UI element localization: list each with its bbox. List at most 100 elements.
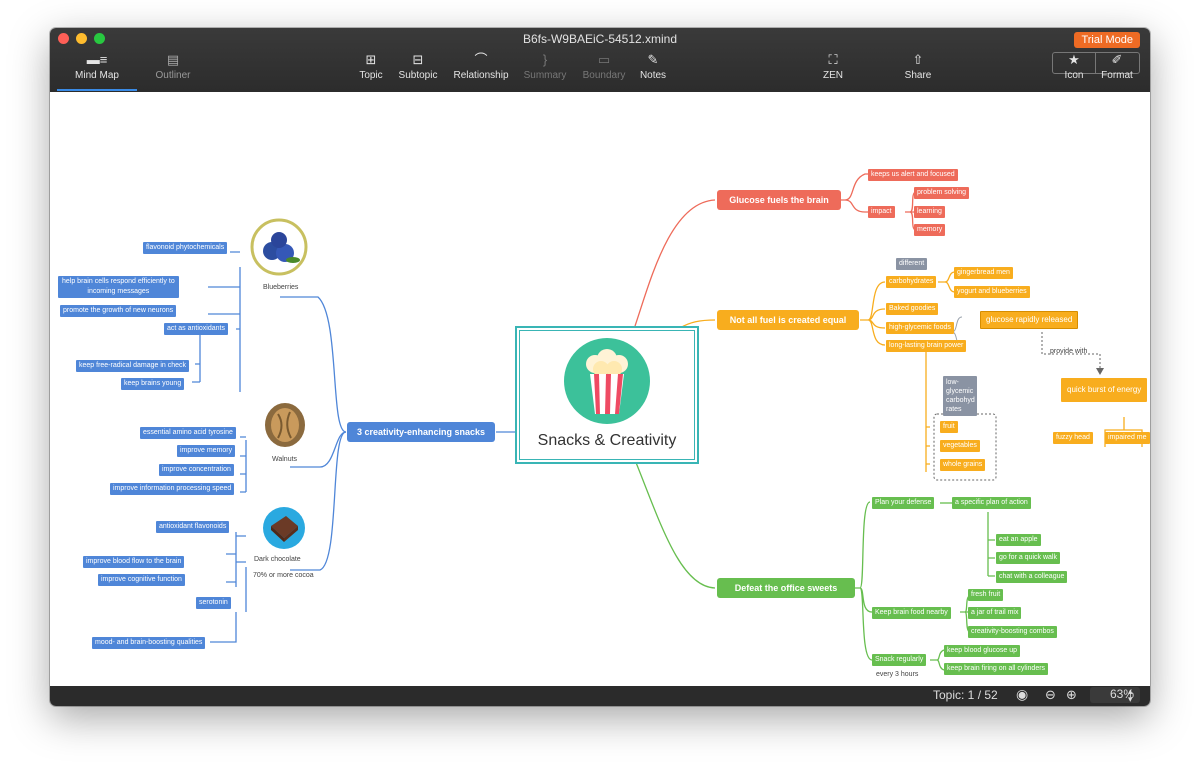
close-window-button[interactable] <box>58 33 69 44</box>
zoom-window-button[interactable] <box>94 33 105 44</box>
topic-gingerbread-men[interactable]: gingerbread men <box>954 267 1013 279</box>
topic-learning[interactable]: learning <box>914 206 945 218</box>
summary-icon: } <box>542 52 548 67</box>
brush-icon: ✐ <box>1111 52 1123 67</box>
topic-mood-boosting[interactable]: mood- and brain-boosting qualities <box>92 637 206 649</box>
topic-improve-blood-flow[interactable]: improve blood flow to the brain <box>83 556 185 568</box>
topic-long-lasting-brain-power[interactable]: long-lasting brain power <box>886 340 967 352</box>
central-topic[interactable]: Snacks & Creativity <box>515 326 699 464</box>
topic-quick-burst-of-energy[interactable]: quick burst of energy <box>1061 378 1148 402</box>
eye-icon[interactable]: ◉ <box>1016 686 1029 702</box>
minimize-window-button[interactable] <box>76 33 87 44</box>
zen-button[interactable]: ⛶ ZEN <box>816 50 850 90</box>
share-button[interactable]: ⇧ Share <box>900 50 936 90</box>
topic-flavonoid-phytochemicals[interactable]: flavonoid phytochemicals <box>143 242 228 254</box>
mind-map-tab-label: Mind Map <box>75 70 119 81</box>
topic-keep-brains-young[interactable]: keep brains young <box>121 378 185 390</box>
topic-act-as-antioxidants[interactable]: act as antioxidants <box>164 323 228 335</box>
share-button-label: Share <box>904 70 932 81</box>
subtopic-button[interactable]: ⊟ Subtopic <box>395 50 441 90</box>
chocolate-icon <box>263 507 305 549</box>
main-topic-glucose[interactable]: Glucose fuels the brain <box>717 190 841 210</box>
topic-whole-grains[interactable]: whole grains <box>940 459 986 471</box>
callout-low-glycemic[interactable]: low- glycemic carbohyd rates <box>943 376 977 416</box>
topic-chat-colleague[interactable]: chat with a colleague <box>996 571 1068 583</box>
connector-lines <box>192 173 1143 671</box>
topic-improve-concentration[interactable]: improve concentration <box>159 464 234 476</box>
topic-creativity-combos[interactable]: creativity-boosting combos <box>968 626 1057 638</box>
topic-baked-goodies[interactable]: Baked goodies <box>886 303 939 315</box>
walnuts-label[interactable]: Walnuts <box>272 456 298 463</box>
relationship-button[interactable]: ⌒ Relationship <box>450 50 512 90</box>
topic-impact[interactable]: impact <box>868 206 895 218</box>
topic-promote-growth[interactable]: promote the growth of new neurons <box>60 305 177 317</box>
topic-improve-cognitive-function[interactable]: improve cognitive function <box>98 574 185 586</box>
topic-eat-an-apple[interactable]: eat an apple <box>996 534 1041 546</box>
icon-panel-button[interactable]: ★ Icon <box>1054 50 1094 90</box>
mind-map-canvas[interactable]: Snacks & Creativity 3 creativity-enhanci… <box>50 92 1150 686</box>
zoom-level-value: 63% <box>1110 687 1135 701</box>
topic-keep-free-radical[interactable]: keep free-radical damage in check <box>76 360 190 372</box>
main-topic-fuel[interactable]: Not all fuel is created equal <box>717 310 859 330</box>
outliner-tab-label: Outliner <box>155 70 191 81</box>
topic-yogurt-blueberries[interactable]: yogurt and blueberries <box>954 286 1030 298</box>
topic-impaired-memory[interactable]: impaired me <box>1105 432 1150 444</box>
mind-map-tab[interactable]: ▬≡ Mind Map <box>64 50 130 90</box>
relationship-provide-with[interactable]: provide with <box>1050 348 1088 355</box>
topic-fresh-fruit[interactable]: fresh fruit <box>968 589 1004 601</box>
topic-snack-regularly[interactable]: Snack regularly <box>872 654 927 666</box>
zoom-level-select[interactable]: 63% <box>1090 687 1140 703</box>
blueberries-label[interactable]: Blueberries <box>263 284 299 291</box>
topic-brain-firing[interactable]: keep brain firing on all cylinders <box>944 663 1049 675</box>
zen-icon: ⛶ <box>828 52 838 67</box>
main-topic-snacks[interactable]: 3 creativity-enhancing snacks <box>347 422 495 442</box>
trial-mode-button[interactable]: Trial Mode <box>1074 32 1140 48</box>
topic-fuzzy-head[interactable]: fuzzy head <box>1053 432 1093 444</box>
topic-trail-mix[interactable]: a jar of trail mix <box>968 607 1022 619</box>
subtopic-icon: ⊟ <box>412 52 424 67</box>
relationship-button-label: Relationship <box>453 70 509 81</box>
topic-problem-solving[interactable]: problem solving <box>914 187 970 199</box>
topic-keep-blood-glucose-up[interactable]: keep blood glucose up <box>944 645 1021 657</box>
subtopic-button-label: Subtopic <box>398 70 438 81</box>
notes-button[interactable]: ✎ Notes <box>634 50 672 90</box>
topic-help-brain-cells-line-2: incoming messages <box>87 288 150 295</box>
zoom-in-icon[interactable]: ⊕ <box>1066 687 1077 702</box>
topic-antioxidant-flavonoids[interactable]: antioxidant flavonoids <box>156 521 230 533</box>
topic-quick-walk[interactable]: go for a quick walk <box>996 552 1060 564</box>
callout-different[interactable]: different <box>896 258 928 270</box>
topic-amino-acid-tyrosine[interactable]: essential amino acid tyrosine <box>140 427 236 439</box>
format-panel-button-label: Format <box>1101 70 1133 81</box>
topic-plan-your-defense[interactable]: Plan your defense <box>872 497 935 509</box>
topic-button[interactable]: ⊞ Topic <box>353 50 389 90</box>
summary-glucose-rapidly-released[interactable]: glucose rapidly released <box>980 311 1079 329</box>
central-topic-title: Snacks & Creativity <box>537 432 677 449</box>
outliner-tab[interactable]: ▤ Outliner <box>142 50 204 90</box>
main-topic-office-sweets[interactable]: Defeat the office sweets <box>717 578 855 598</box>
outliner-icon: ▤ <box>166 52 180 67</box>
topic-keep-brain-food-nearby[interactable]: Keep brain food nearby <box>872 607 951 619</box>
boundary-button[interactable]: ▭ Boundary <box>578 50 630 90</box>
share-icon: ⇧ <box>912 52 924 67</box>
format-panel-button[interactable]: ✐ Format <box>1096 50 1138 90</box>
topic-improve-memory[interactable]: improve memory <box>177 445 236 457</box>
cocoa-percent-label: 70% or more cocoa <box>253 572 314 579</box>
topic-vegetables[interactable]: vegetables <box>940 440 980 452</box>
topic-keeps-us-alert[interactable]: keeps us alert and focused <box>868 169 958 181</box>
topic-icon: ⊞ <box>365 52 377 67</box>
topic-serotonin[interactable]: serotonin <box>196 597 231 609</box>
topic-high-glycemic-foods[interactable]: high-glycemic foods <box>886 322 954 334</box>
topic-improve-processing-speed[interactable]: improve information processing speed <box>110 483 235 495</box>
topic-help-brain-cells[interactable]: help brain cells respond efficiently to … <box>58 276 179 298</box>
zoom-out-icon[interactable]: ⊖ <box>1045 687 1056 702</box>
topic-carbohydrates[interactable]: carbohydrates <box>886 276 937 288</box>
topic-memory[interactable]: memory <box>914 224 946 236</box>
mind-map-icon: ▬≡ <box>86 52 108 67</box>
dark-chocolate-label[interactable]: Dark chocolate <box>254 556 301 563</box>
topic-count: Topic: 1 / 52 <box>933 688 998 702</box>
topic-specific-plan[interactable]: a specific plan of action <box>952 497 1031 509</box>
walnut-icon <box>265 403 305 447</box>
summary-button[interactable]: } Summary <box>520 50 570 90</box>
topic-help-brain-cells-line-1: help brain cells respond efficiently to <box>62 278 175 285</box>
topic-fruit[interactable]: fruit <box>940 421 958 433</box>
